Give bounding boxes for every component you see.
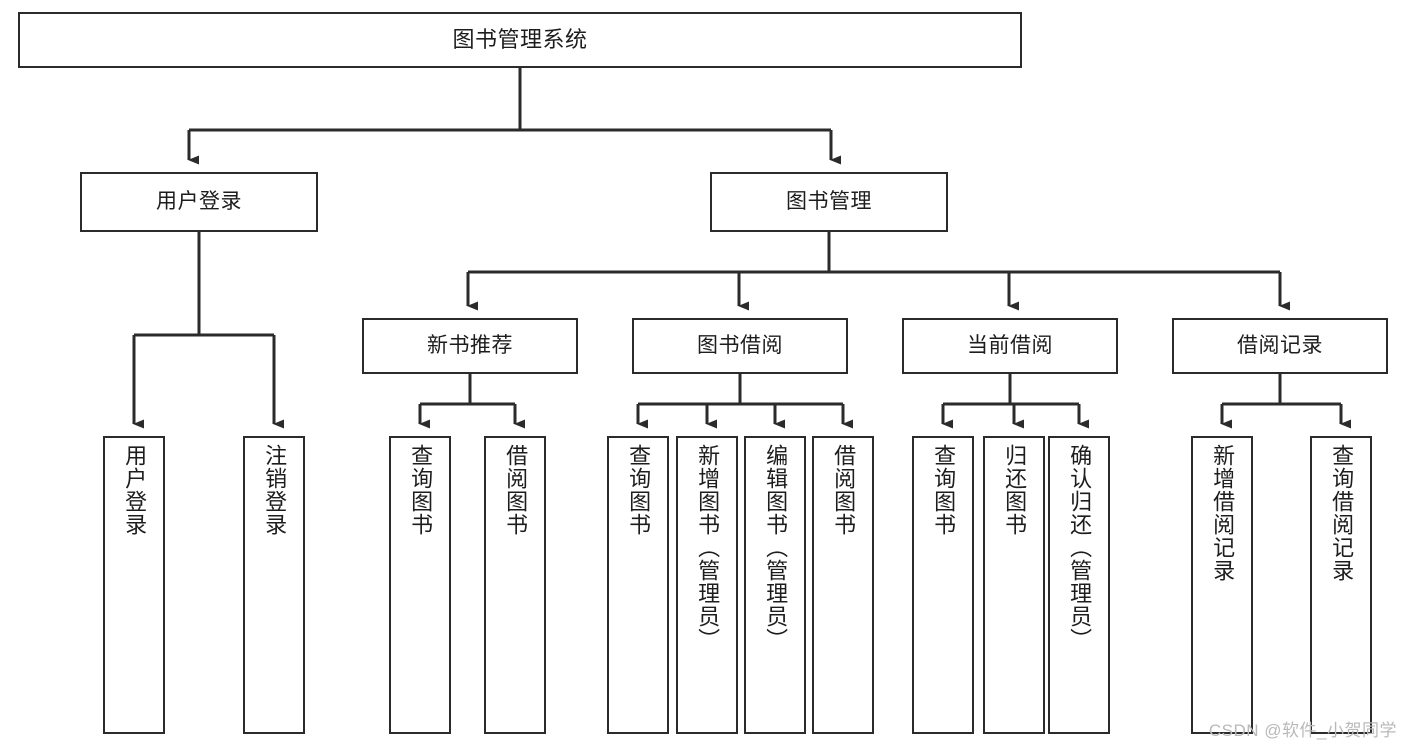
leaf-return-book[interactable]: 归还图书 xyxy=(983,436,1045,734)
leaf-label: 新增图书（管理员） xyxy=(695,444,721,651)
node-label: 图书管理系统 xyxy=(452,26,588,52)
leaf-label: 编辑图书（管理员） xyxy=(763,444,789,651)
leaf-confirm-return-admin[interactable]: 确认归还（管理员） xyxy=(1048,436,1110,734)
node-label: 新书推荐 xyxy=(427,334,513,358)
leaf-edit-book-admin[interactable]: 编辑图书（管理员） xyxy=(744,436,806,734)
leaf-label: 借阅图书 xyxy=(503,444,529,536)
leaf-label: 查询图书 xyxy=(626,444,652,536)
leaf-label: 借阅图书 xyxy=(831,444,857,536)
node-new-book-recommend[interactable]: 新书推荐 xyxy=(362,318,578,374)
leaf-add-borrow-record[interactable]: 新增借阅记录 xyxy=(1191,436,1253,734)
node-label: 图书管理 xyxy=(786,190,872,214)
node-label: 当前借阅 xyxy=(967,334,1053,358)
node-label: 图书借阅 xyxy=(697,334,783,358)
node-user-login[interactable]: 用户登录 xyxy=(80,172,318,232)
node-book-management[interactable]: 图书管理 xyxy=(710,172,948,232)
leaf-query-book-current[interactable]: 查询图书 xyxy=(912,436,974,734)
leaf-borrow-book-recommend[interactable]: 借阅图书 xyxy=(484,436,546,734)
leaf-add-book-admin[interactable]: 新增图书（管理员） xyxy=(676,436,738,734)
leaf-query-borrow-record[interactable]: 查询借阅记录 xyxy=(1310,436,1372,734)
node-label: 借阅记录 xyxy=(1237,334,1323,358)
leaf-label: 归还图书 xyxy=(1002,444,1028,536)
node-book-borrow[interactable]: 图书借阅 xyxy=(632,318,848,374)
leaf-user-login[interactable]: 用户登录 xyxy=(103,436,165,734)
leaf-logout[interactable]: 注销登录 xyxy=(243,436,305,734)
leaf-label: 注销登录 xyxy=(262,444,288,536)
leaf-label: 查询图书 xyxy=(408,444,434,536)
node-borrow-record[interactable]: 借阅记录 xyxy=(1172,318,1388,374)
leaf-label: 确认归还（管理员） xyxy=(1067,444,1093,651)
leaf-label: 查询借阅记录 xyxy=(1329,444,1355,582)
node-current-borrow[interactable]: 当前借阅 xyxy=(902,318,1118,374)
leaf-borrow-book[interactable]: 借阅图书 xyxy=(812,436,874,734)
node-root-system[interactable]: 图书管理系统 xyxy=(18,12,1022,68)
leaf-label: 查询图书 xyxy=(931,444,957,536)
node-label: 用户登录 xyxy=(156,190,242,214)
leaf-query-book-borrow[interactable]: 查询图书 xyxy=(607,436,669,734)
leaf-label: 用户登录 xyxy=(122,444,148,536)
leaf-query-book-recommend[interactable]: 查询图书 xyxy=(389,436,451,734)
leaf-label: 新增借阅记录 xyxy=(1210,444,1236,582)
